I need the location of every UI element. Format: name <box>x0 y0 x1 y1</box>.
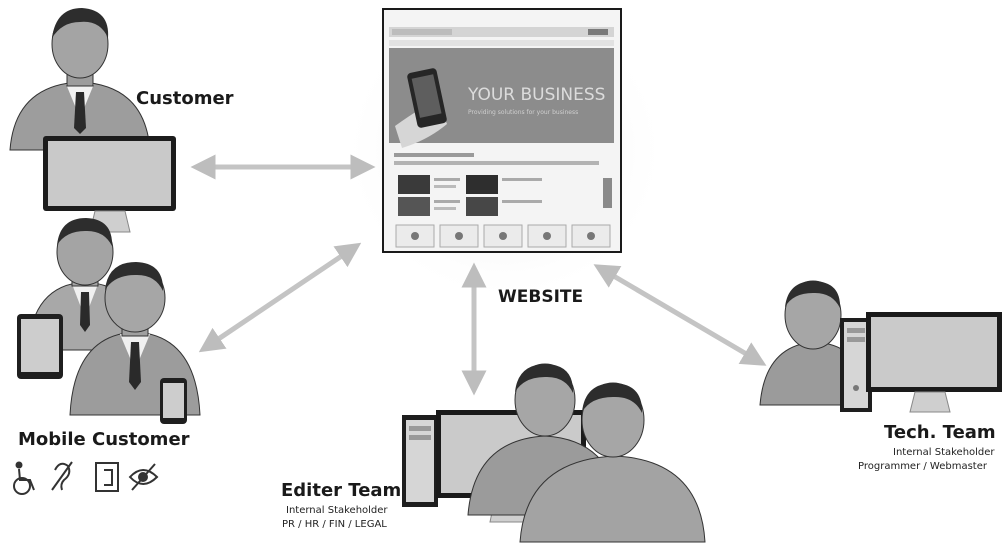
editor-team-figure <box>402 363 706 543</box>
editor-team-departments: PR / HR / FIN / LEGAL <box>282 519 387 530</box>
website-hero-subtitle: Providing solutions for your business <box>468 109 578 116</box>
arrow-tech-website <box>593 264 767 366</box>
website-thumb-1 <box>398 175 430 194</box>
sign-language-icon <box>95 462 119 492</box>
arrow-mobile-website <box>198 242 362 353</box>
website-page: YOUR BUSINESS Providing solutions for yo… <box>382 8 622 253</box>
website-thumb-2 <box>398 197 430 216</box>
website-label: WEBSITE <box>498 287 584 307</box>
tech-team-role: Internal Stakeholder <box>893 447 995 458</box>
mobile-customer-figure <box>17 218 201 424</box>
tech-team-figure <box>759 280 1002 413</box>
wheelchair-icon <box>13 461 35 495</box>
editor-team-role: Internal Stakeholder <box>286 505 388 516</box>
website-nav-button <box>588 29 608 35</box>
website-thumb-3 <box>466 175 498 194</box>
website-sidebar-block <box>603 178 612 208</box>
website-navbar <box>389 27 614 37</box>
low-vision-icon <box>128 463 159 491</box>
accessibility-icons <box>13 461 159 495</box>
website-thumb-4 <box>466 197 498 216</box>
website-footer-tiles <box>395 224 611 248</box>
mobile-customer-label: Mobile Customer <box>18 429 190 450</box>
hearing-impaired-icon <box>51 461 73 491</box>
connector-arrows <box>190 154 767 396</box>
tech-team-title: Tech. Team <box>884 422 996 443</box>
editor-team-title: Editer Team <box>281 480 402 501</box>
website-hero-title: YOUR BUSINESS <box>467 85 605 105</box>
customer-label: Customer <box>136 88 234 109</box>
customer-tie <box>74 92 86 134</box>
tech-team-members: Programmer / Webmaster <box>858 461 987 472</box>
customer-figure <box>9 8 176 233</box>
